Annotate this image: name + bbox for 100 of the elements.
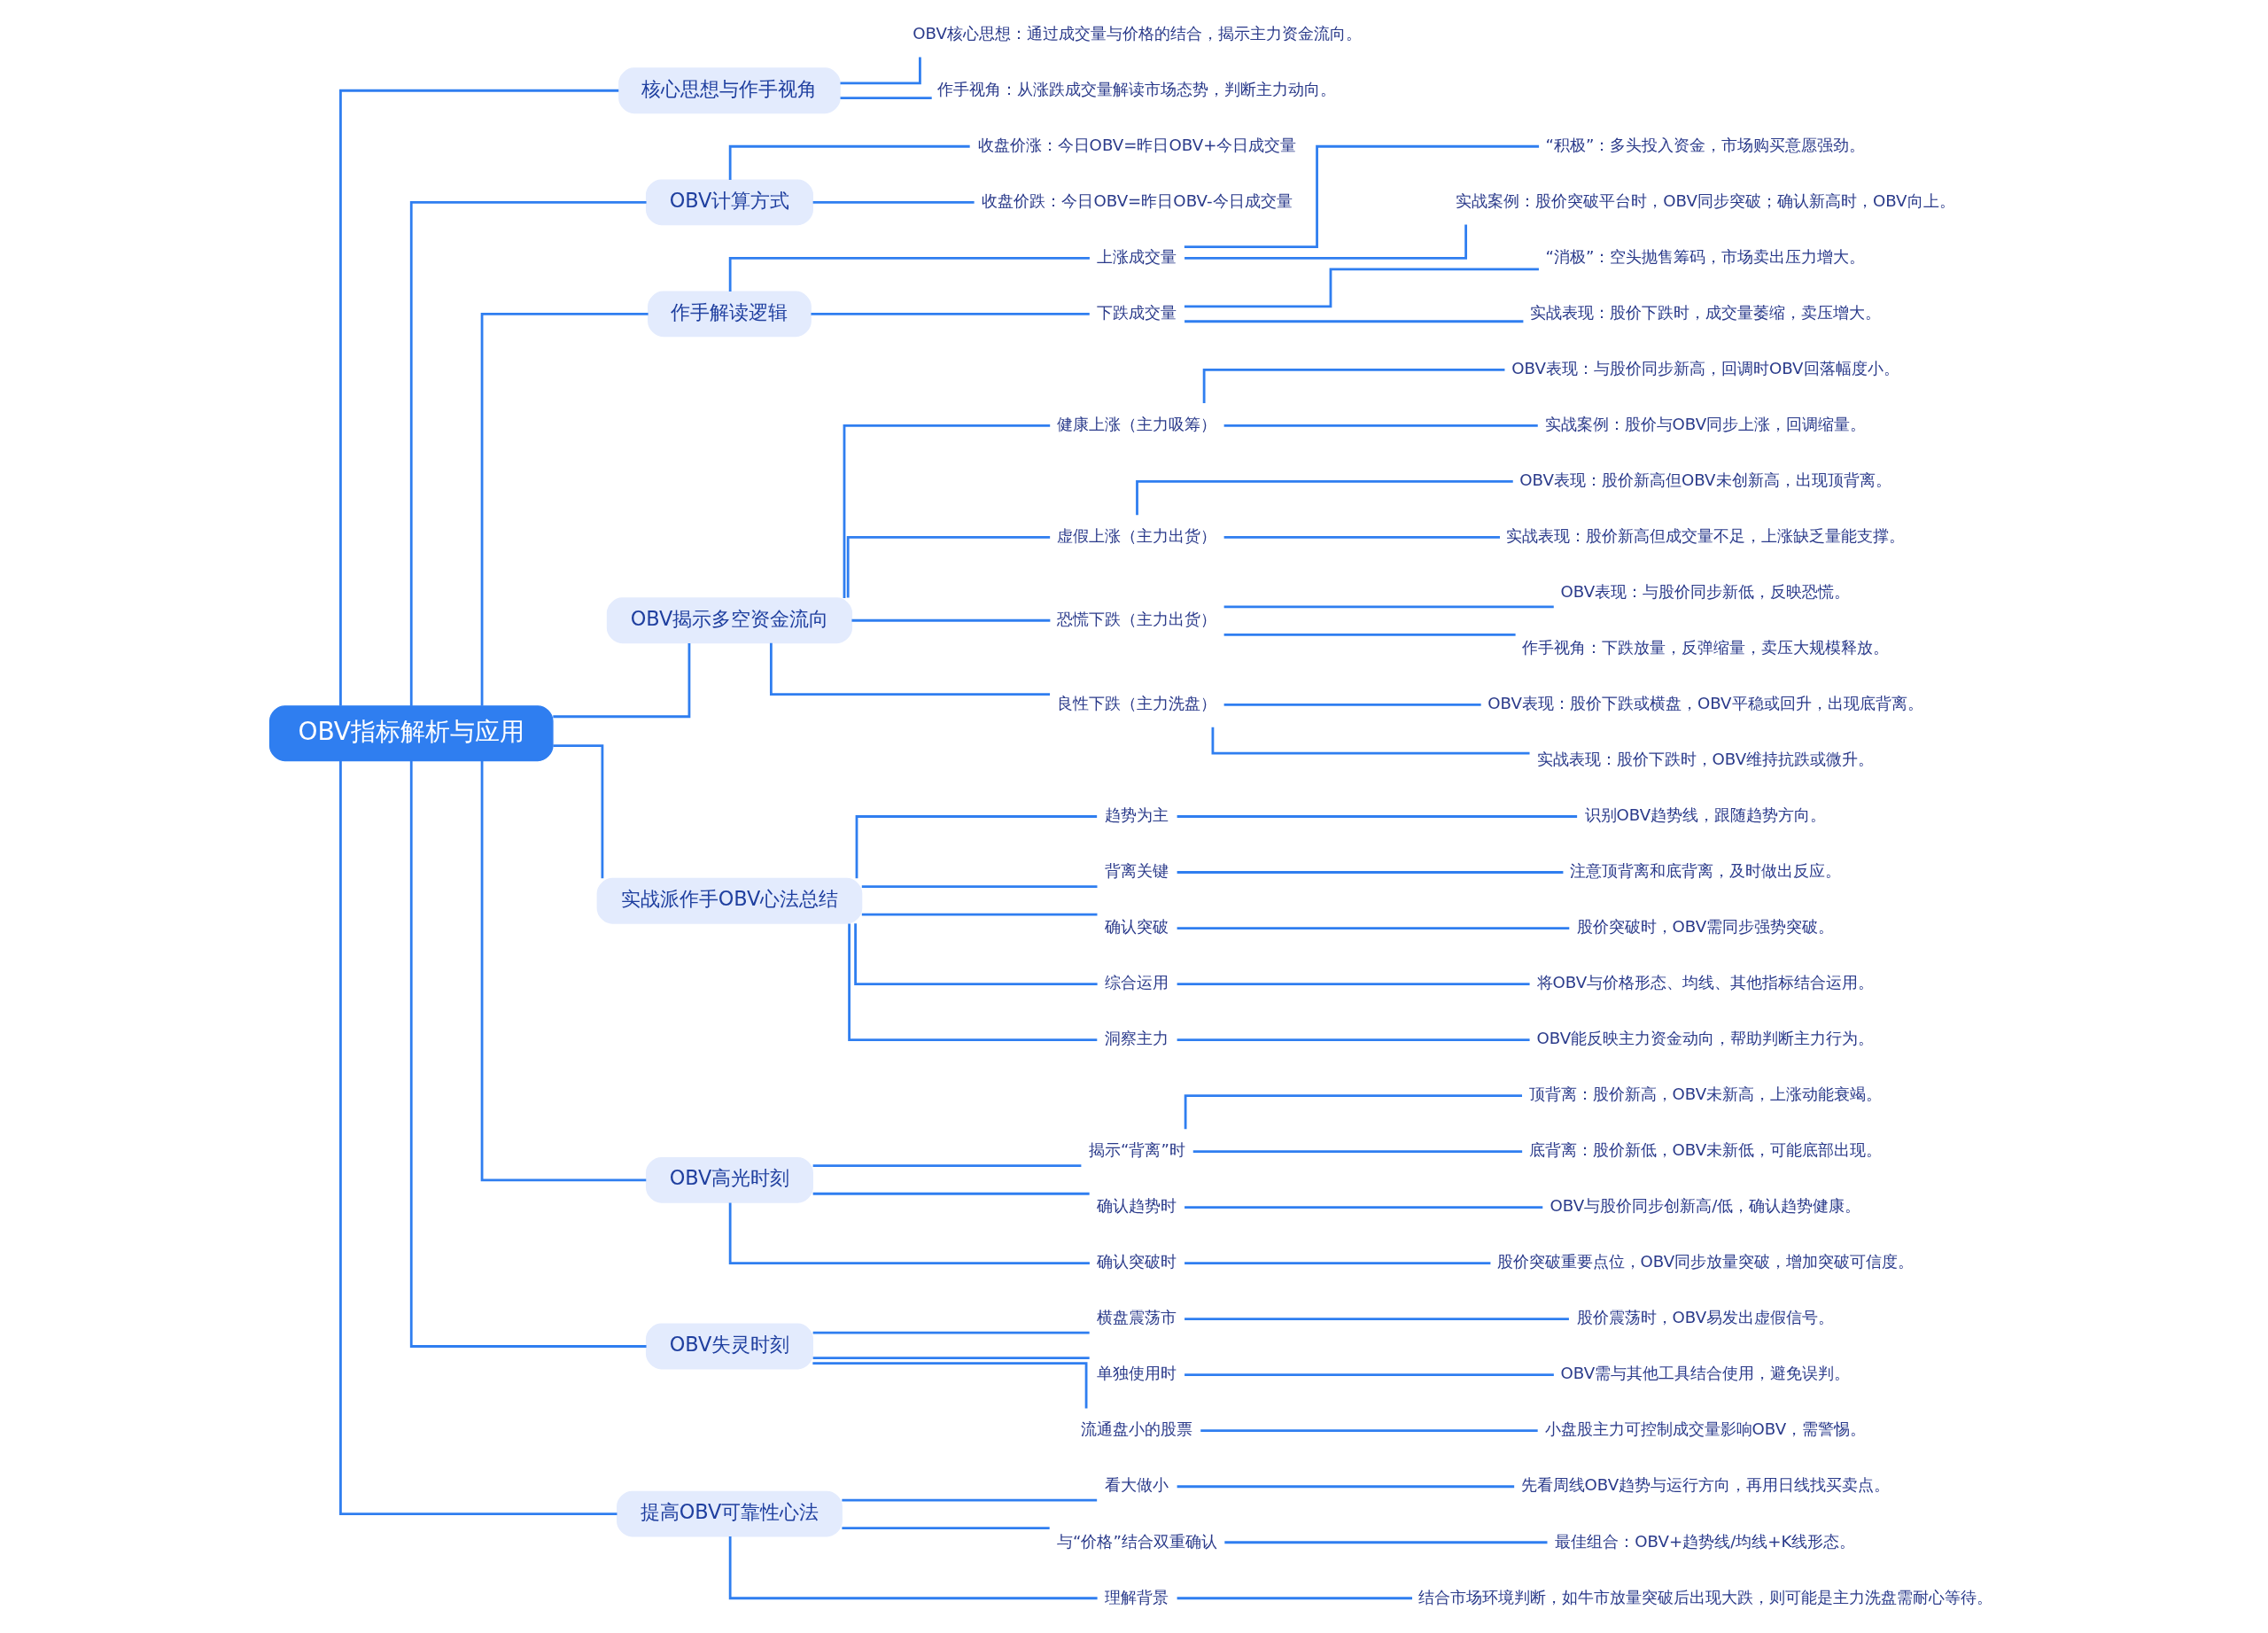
node-text: 确认突破时 [1097, 1252, 1177, 1271]
connector [861, 885, 1098, 888]
node-text: “积极”：多头投入资金，市场购买意愿强劲。 [1545, 136, 1866, 155]
connector [1177, 1485, 1515, 1489]
connector [812, 1362, 1088, 1409]
connector [1200, 1429, 1538, 1433]
connector [851, 618, 1051, 622]
node-text: 确认趋势时 [1097, 1196, 1177, 1216]
node-box: 实战派作手OBV心法总结 [596, 877, 863, 924]
connector [848, 923, 1098, 1041]
node-text: 股价震荡时，OBV易发出虚假信号。 [1576, 1308, 1835, 1327]
node-text: 顶背离：股价新高，OBV未新高，上涨动能衰竭。 [1528, 1085, 1883, 1104]
node-text: 作手视角：从涨跌成交量解读市场态势，判断主力动向。 [937, 80, 1337, 99]
node-box: OBV计算方式 [645, 179, 813, 226]
node-text: 底背离：股价新低，OBV未新低，可能底部出现。 [1528, 1140, 1883, 1160]
node-text: 背离关键 [1105, 861, 1169, 881]
connector [1136, 480, 1513, 516]
node-text: 理解背景 [1105, 1587, 1169, 1606]
connector [1184, 1373, 1554, 1377]
node-text: 小盘股主力可控制成交量影响OBV，需警惕。 [1544, 1419, 1867, 1439]
node-text: 洞察主力 [1105, 1029, 1169, 1048]
connector [553, 744, 604, 879]
connector [812, 1164, 1082, 1168]
connector [1223, 633, 1516, 636]
node-text: 收盘价跌：今日OBV=昨日OBV-今日成交量 [982, 191, 1293, 211]
node-text: 恐慌下跌（主力出货） [1057, 609, 1217, 628]
connector [728, 1202, 1090, 1265]
connector [1184, 144, 1540, 249]
connector [1177, 983, 1530, 985]
node-text: OBV需与其他工具结合使用，避免误判。 [1560, 1364, 1851, 1383]
connector [728, 256, 1090, 292]
connector [553, 642, 691, 719]
node-text: 确认突破 [1105, 917, 1169, 937]
connector [811, 312, 1090, 315]
node-text: 股价突破重要点位，OBV同步放量突破，增加突破可信度。 [1496, 1252, 1915, 1271]
node-text: 先看周线OBV趋势与运行方向，再用日线找买卖点。 [1520, 1475, 1891, 1495]
node-box: 核心思想与作手视角 [618, 67, 841, 114]
connector [861, 913, 1098, 916]
node-text: 识别OBV趋势线，跟随趋势方向。 [1584, 805, 1827, 825]
node-text: 下跌成交量 [1097, 303, 1177, 323]
node-text: 横盘震荡市 [1097, 1308, 1177, 1327]
connector [1184, 1094, 1523, 1130]
connector [842, 1527, 1050, 1530]
connector [843, 424, 1051, 598]
connector [840, 57, 921, 85]
connector [812, 1331, 1090, 1334]
node-text: OBV表现：股价新高但OBV未创新高，出现顶背离。 [1519, 470, 1891, 490]
node-text: 趋势为主 [1105, 805, 1169, 825]
node-box: OBV揭示多空资金流向 [606, 597, 853, 644]
connector [480, 312, 649, 706]
connector [728, 144, 970, 180]
node-text: 良性下跌（主力洗盘） [1057, 694, 1217, 713]
node-text: 综合运用 [1105, 973, 1169, 992]
connector [1177, 871, 1564, 874]
connector [1223, 704, 1481, 706]
connector [1184, 1262, 1491, 1265]
connector [1184, 320, 1524, 323]
connector [339, 760, 617, 1515]
connector [1223, 424, 1538, 427]
connector [812, 1357, 1090, 1359]
connector [812, 200, 975, 204]
node-text: “消极”：空头抛售筹码，市场卖出压力增大。 [1545, 247, 1866, 267]
connector [1184, 1206, 1543, 1209]
connector [840, 97, 932, 100]
connector [409, 760, 647, 1348]
node-text: 收盘价涨：今日OBV=昨日OBV+今日成交量 [977, 136, 1297, 155]
connector [1177, 927, 1570, 929]
node-text: 股价突破时，OBV需同步强势突破。 [1576, 917, 1835, 937]
node-text: OBV能反映主力资金动向，帮助判断主力行为。 [1536, 1029, 1875, 1048]
connector [1224, 1541, 1548, 1544]
connector [854, 923, 1098, 985]
connector [480, 760, 647, 1182]
connector [812, 1192, 1090, 1195]
connector [1223, 536, 1500, 539]
node-text: 作手视角：下跌放量，反弹缩量，卖压大规模释放。 [1521, 638, 1889, 657]
connector [1177, 1597, 1412, 1600]
connector [728, 1536, 1098, 1600]
connector [842, 1498, 1098, 1502]
node-box: OBV指标解析与应用 [268, 705, 554, 762]
node-text: 与“价格”结合双重确认 [1057, 1531, 1217, 1551]
node-text: 看大做小 [1105, 1475, 1169, 1495]
node-text: 结合市场环境判断，如牛市放量突破后出现大跌，则可能是主力洗盘需耐心等待。 [1418, 1587, 1992, 1606]
connector [1202, 368, 1505, 404]
node-text: OBV核心思想：通过成交量与价格的结合，揭示主力资金流向。 [913, 23, 1362, 43]
node-text: OBV与股价同步创新高/低，确认趋势健康。 [1550, 1196, 1861, 1216]
node-text: 上涨成交量 [1097, 247, 1177, 267]
node-text: 最佳组合：OBV+趋势线/均线+K线形态。 [1555, 1531, 1856, 1551]
node-box: OBV高光时刻 [645, 1156, 813, 1203]
connector [855, 815, 1098, 879]
connector [339, 89, 619, 706]
connector [1184, 1318, 1569, 1321]
connector [1177, 815, 1578, 818]
connector [769, 642, 1051, 696]
connector [1177, 1038, 1530, 1041]
node-text: 实战表现：股价新高但成交量不足，上涨缺乏量能支撑。 [1505, 526, 1905, 546]
node-box: 作手解读逻辑 [648, 291, 812, 338]
node-box: 提高OBV可靠性心法 [617, 1490, 843, 1537]
connector [1184, 268, 1539, 308]
node-text: 流通盘小的股票 [1081, 1419, 1193, 1439]
node-text: 虚假上涨（主力出货） [1057, 526, 1217, 546]
